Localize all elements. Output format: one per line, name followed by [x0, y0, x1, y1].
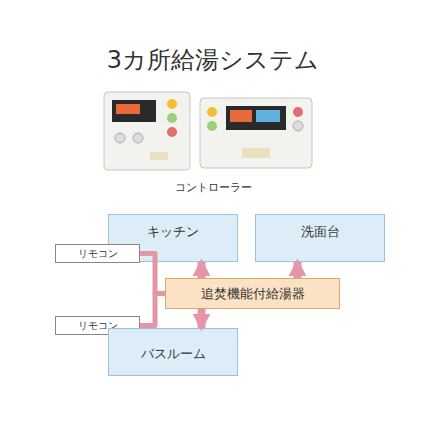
controller-button: [167, 127, 177, 137]
controller-digits: [230, 110, 252, 122]
controller-button: [167, 99, 177, 109]
heater-box: 追焚機能付給湯器: [165, 278, 340, 309]
node-label: バスルーム: [141, 346, 206, 362]
node-label: 追焚機能付給湯器: [201, 286, 305, 302]
caption-label: コントローラー: [150, 180, 276, 195]
remote-box: リモコン: [55, 244, 140, 263]
controller-display: [226, 106, 286, 130]
controller-button: [115, 133, 125, 143]
supply-arrow: [198, 262, 206, 278]
controller-button: [293, 121, 303, 131]
controller-left: [104, 92, 190, 170]
controller-button: [207, 107, 217, 117]
controller-button: [207, 121, 217, 131]
supply-arrow: [294, 262, 302, 278]
controller-tag: [150, 152, 168, 160]
controller-tag: [242, 148, 270, 158]
remote-link: [140, 254, 165, 294]
node-label: キッチン: [147, 224, 199, 240]
controller-button: [133, 133, 143, 143]
remote-link: [140, 294, 165, 326]
controller-digits: [256, 110, 280, 122]
controller-display: [112, 100, 156, 122]
diagram-title: 3カ所給湯システム: [0, 44, 426, 76]
controller-body: [200, 98, 312, 168]
controller-button: [293, 107, 303, 117]
controller-button: [167, 113, 177, 123]
room-box: バスルーム: [108, 328, 238, 376]
supply-arrow: [198, 309, 206, 328]
node-label: 洗面台: [301, 224, 340, 240]
room-box: 洗面台: [255, 214, 385, 262]
controller-digits: [116, 104, 140, 114]
node-label: リモコン: [78, 248, 118, 260]
controller-body: [104, 92, 190, 170]
controller-right: [200, 98, 312, 168]
